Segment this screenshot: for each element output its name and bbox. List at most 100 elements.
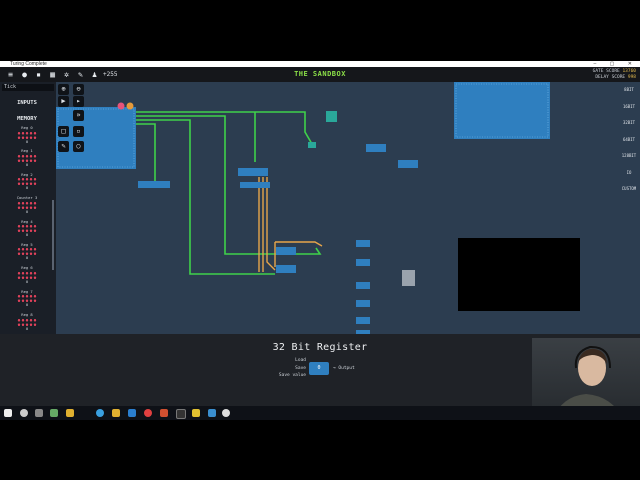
circuit-canvas[interactable] [0, 82, 640, 334]
category-32bit[interactable]: 32BIT [622, 120, 636, 125]
memory-item[interactable]: Reg 0 0 [4, 125, 50, 149]
delay-score-label: DELAY SCORE [595, 74, 626, 80]
pin-save-label: Save [295, 365, 306, 371]
tick-dropdown[interactable]: Tick [2, 84, 54, 91]
ram-component[interactable] [56, 107, 136, 169]
memory-item-name: Reg 8 [21, 312, 33, 318]
orange-wire-bundle[interactable] [258, 177, 323, 272]
output-label: ⊸ Output [333, 366, 355, 371]
memory-item-value: 0 [25, 325, 29, 331]
register-preview: 0 [309, 362, 329, 375]
memory-item-name: Reg 0 [21, 125, 33, 130]
user-icon[interactable]: ♟ [92, 70, 97, 79]
memory-dots [17, 294, 37, 304]
inputs-header[interactable]: INPUTS [17, 100, 37, 106]
memory-dots [17, 270, 37, 280]
register-component-2[interactable] [276, 247, 296, 255]
memory-item-name: Reg 6 [21, 265, 33, 271]
play-icon[interactable]: ▶ [58, 96, 69, 107]
menu-icon[interactable]: ≡ [8, 70, 13, 79]
pencil-icon[interactable]: ✎ [58, 141, 69, 152]
memory-dots [17, 153, 37, 163]
zoom-in-icon[interactable]: ⊕ [58, 84, 69, 95]
counter-component[interactable] [326, 111, 337, 122]
memory-dots [17, 200, 37, 210]
gear-icon[interactable]: ✲ [64, 70, 69, 79]
circuit-wires [56, 82, 550, 334]
category-8bit[interactable]: 8BIT [624, 87, 634, 92]
component-title: 32 Bit Register [272, 342, 368, 353]
status-dot-red [117, 102, 125, 110]
chat-icon[interactable]: ● [22, 70, 27, 79]
register-component-3[interactable] [276, 265, 296, 273]
gate-score-label: GATE SCORE [592, 69, 620, 74]
green-wire-bundle[interactable] [136, 111, 322, 275]
memory-item-value: 0 [25, 232, 29, 238]
panel-scrollbar[interactable] [52, 200, 54, 270]
ram-component-2[interactable] [454, 82, 550, 139]
delete-icon[interactable]: ▫ [73, 126, 84, 137]
category-64bit[interactable]: 64BIT [622, 136, 636, 142]
app-icon[interactable] [222, 409, 230, 417]
register-component-4[interactable] [366, 144, 386, 152]
memory-dots [17, 130, 37, 140]
zoom-out-icon[interactable]: ⊖ [73, 84, 84, 95]
fast-forward-icon[interactable]: » [73, 110, 84, 121]
memory-item-value: 0 [25, 138, 29, 144]
category-16bit[interactable]: 16BIT [622, 103, 636, 109]
taskview-icon[interactable] [35, 409, 43, 417]
chrome-icon[interactable] [144, 409, 152, 417]
splitter-component[interactable] [138, 181, 170, 188]
output-label-text: Output [338, 366, 355, 371]
search-icon[interactable] [20, 409, 28, 417]
app-icon[interactable] [66, 409, 74, 417]
folder-icon[interactable] [112, 409, 120, 417]
select-icon[interactable]: □ [58, 126, 69, 137]
vscode-icon[interactable] [128, 409, 136, 417]
app-icon[interactable] [208, 409, 216, 417]
selected-component[interactable] [402, 270, 415, 286]
start-icon[interactable] [4, 409, 12, 417]
memory-item-value: 0 [25, 302, 29, 308]
memory-dots [17, 177, 37, 187]
status-dot-orange [126, 102, 134, 110]
wrench-icon[interactable]: ✎ [78, 70, 83, 79]
bus-component[interactable] [240, 182, 270, 188]
gate-component[interactable] [308, 142, 316, 148]
pin-save-value-label: Save value [278, 373, 306, 378]
memory-item[interactable]: Reg 8 0 [4, 313, 50, 336]
top-toolbar: ≡ ● ▪ ▦ ✲ ✎ ♟ +255 THE SANDBOX GATE SCOR… [0, 67, 640, 82]
memory-dots [17, 224, 37, 234]
step-icon[interactable]: ▸ [73, 96, 84, 107]
circle-tool-icon[interactable]: ○ [73, 141, 84, 152]
app-icon[interactable] [192, 409, 200, 417]
memory-item-value: 0 [25, 185, 29, 191]
register-column[interactable] [356, 240, 370, 334]
app-icon[interactable] [176, 409, 186, 419]
display-screen [458, 238, 580, 311]
register-component[interactable] [238, 168, 268, 176]
app-icon[interactable] [160, 409, 168, 417]
level-title: THE SANDBOX [294, 70, 346, 78]
schematic-icon[interactable]: ▦ [50, 70, 55, 79]
app-icon[interactable] [50, 409, 58, 417]
category-128bit[interactable]: 128BIT [621, 153, 637, 158]
pin-labels: Load Save Save value [266, 357, 306, 380]
register-component-5[interactable] [398, 160, 418, 168]
memory-header[interactable]: MEMORY [17, 116, 37, 122]
browser-icon[interactable] [96, 409, 104, 417]
save-icon[interactable]: ▪ [36, 70, 41, 79]
category-io[interactable]: IO [626, 169, 632, 175]
window-titlebar: Turing Complete – ▢ ✕ [0, 61, 640, 67]
category-custom[interactable]: CUSTOM [621, 186, 637, 191]
window-controls[interactable]: – ▢ ✕ [593, 61, 638, 67]
